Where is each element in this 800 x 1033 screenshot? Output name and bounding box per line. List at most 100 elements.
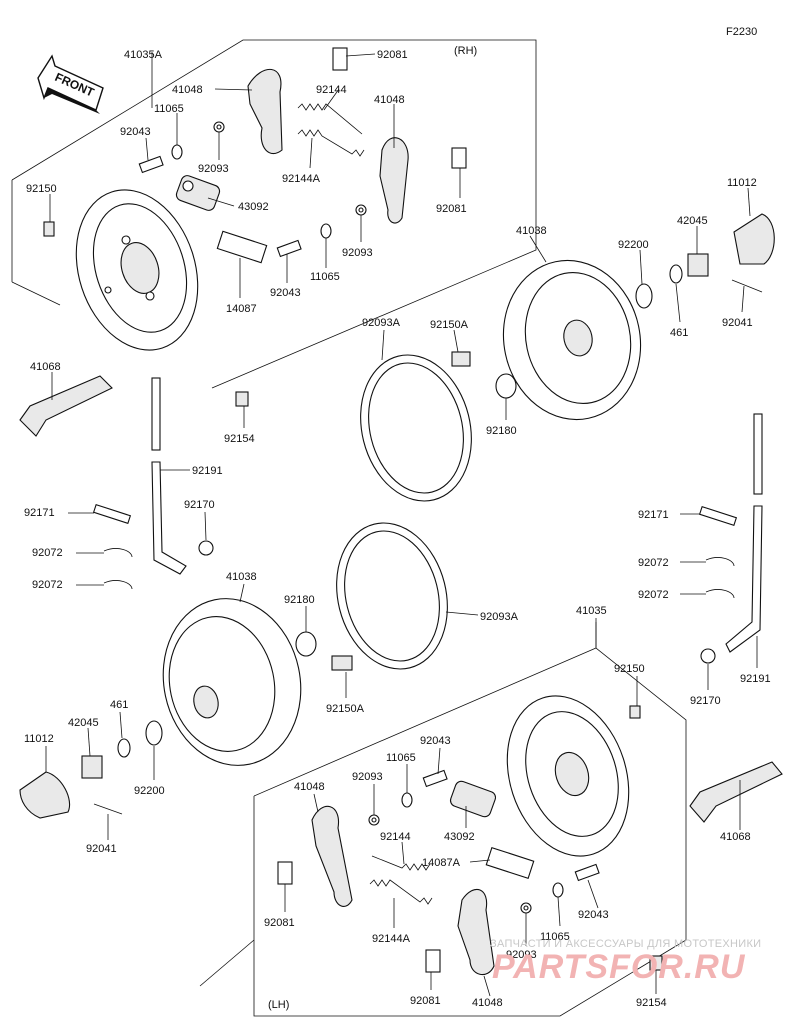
part-label[interactable]: 92200: [618, 239, 649, 251]
part-label[interactable]: 92093: [352, 771, 383, 783]
plate-rh-14087: [216, 230, 268, 264]
part-label[interactable]: 92191: [740, 673, 771, 685]
bolt-rh-92150: [43, 221, 55, 237]
bolt-lh-92150: [629, 705, 641, 719]
part-label[interactable]: 92081: [377, 49, 408, 61]
part-label[interactable]: 11065: [386, 752, 416, 764]
part-label[interactable]: 92093A: [362, 317, 401, 329]
part-label[interactable]: 92072: [638, 557, 669, 569]
part-label[interactable]: 92043: [270, 287, 301, 299]
part-label[interactable]: 41068: [30, 361, 61, 373]
clip-right-92072-a: [705, 557, 735, 567]
part-label[interactable]: 92093A: [480, 611, 519, 623]
part-label[interactable]: 92150A: [430, 319, 469, 331]
part-label[interactable]: 11065: [540, 931, 570, 943]
clip-rh-92081-top: [332, 47, 348, 71]
pin-rh-92043-a: [138, 155, 164, 174]
part-label[interactable]: 41048: [374, 94, 405, 106]
bolt-rh-92150A: [451, 351, 471, 367]
part-label[interactable]: 92093: [506, 949, 537, 961]
seal-lh-92093A: [336, 522, 448, 670]
part-label[interactable]: 92093: [198, 163, 229, 175]
clamp-right-92170: [700, 648, 716, 664]
watermark-logo: PARTSFOR.RU: [492, 948, 746, 986]
part-label[interactable]: 41035: [576, 605, 607, 617]
oring-rh-92180: [495, 373, 517, 399]
part-label[interactable]: 92081: [436, 203, 467, 215]
part-label[interactable]: 92072: [638, 589, 669, 601]
part-label[interactable]: 92170: [184, 499, 215, 511]
part-label[interactable]: 92150: [26, 183, 57, 195]
part-label[interactable]: 41048: [472, 997, 503, 1009]
part-label[interactable]: 92150A: [326, 703, 365, 715]
spring-lh-92144: [371, 855, 431, 871]
figure-code: F2230: [726, 26, 757, 38]
part-label[interactable]: 92144: [316, 84, 347, 96]
hose-left-92191: [151, 377, 187, 575]
watermark-tagline: ЗАПЧАСТИ И АКСЕССУАРЫ ДЛЯ МОТОТЕХНИКИ: [490, 938, 762, 950]
part-label[interactable]: 92041: [722, 317, 753, 329]
part-label[interactable]: 43092: [444, 831, 475, 843]
rh-assembly-frame: [11, 39, 537, 389]
part-label[interactable]: 92144: [380, 831, 411, 843]
part-label[interactable]: 41038: [226, 571, 257, 583]
part-label[interactable]: 92180: [486, 425, 517, 437]
part-label[interactable]: 92144A: [282, 173, 321, 185]
part-label[interactable]: 92043: [120, 126, 151, 138]
ring-lh-92093-a: [368, 814, 380, 826]
part-label[interactable]: 11065: [154, 103, 184, 115]
part-label[interactable]: 42045: [68, 717, 99, 729]
clip-left-92072-b: [103, 580, 133, 590]
part-label[interactable]: 92072: [32, 547, 63, 559]
part-label[interactable]: 41038: [516, 225, 547, 237]
part-label[interactable]: 92171: [638, 509, 669, 521]
bolt-lh-92150A: [331, 655, 353, 671]
part-label[interactable]: 14087: [226, 303, 257, 315]
part-label[interactable]: 92093: [342, 247, 373, 259]
part-label[interactable]: 92043: [420, 735, 451, 747]
side-label-rh: (RH): [454, 45, 477, 57]
wheel-cylinder-rh: [175, 175, 221, 211]
part-label[interactable]: 92081: [410, 995, 441, 1007]
part-label[interactable]: 41035A: [124, 49, 163, 61]
part-label[interactable]: 92200: [134, 785, 165, 797]
part-label[interactable]: 43092: [238, 201, 269, 213]
part-label[interactable]: 92081: [264, 917, 295, 929]
part-label[interactable]: 92072: [32, 579, 63, 591]
brake-shoe-rh-a: [247, 68, 283, 155]
part-label[interactable]: 461: [670, 327, 688, 339]
part-label[interactable]: 92170: [690, 695, 721, 707]
part-label[interactable]: 42045: [677, 215, 708, 227]
oring-lh-92180: [295, 631, 317, 657]
tie-right-92171: [698, 505, 738, 527]
part-label[interactable]: 92191: [192, 465, 223, 477]
part-label[interactable]: 41048: [172, 84, 203, 96]
spring-rh-92144A: [297, 129, 365, 157]
ring-rh-92093-a: [213, 121, 225, 133]
part-label[interactable]: 11012: [727, 177, 757, 189]
part-label[interactable]: 92150: [614, 663, 645, 675]
part-label[interactable]: 14087A: [422, 857, 461, 869]
clamp-left-92170: [198, 540, 214, 556]
part-label[interactable]: 461: [110, 699, 128, 711]
part-label[interactable]: 92154: [636, 997, 667, 1009]
cotter-lh-92041: [93, 803, 123, 815]
part-label[interactable]: 92171: [24, 507, 55, 519]
part-label[interactable]: 11012: [24, 733, 54, 745]
part-label[interactable]: 92154: [224, 433, 255, 445]
wheel-cylinder-lh: [449, 780, 497, 818]
hose-right-92191: [725, 413, 763, 653]
leader-lines: [45, 53, 758, 997]
part-label[interactable]: 41048: [294, 781, 325, 793]
part-labels: 41035A 92081 41048 92144 41048 11065 920…: [24, 49, 771, 1009]
part-label[interactable]: 92180: [284, 594, 315, 606]
part-label[interactable]: 11065: [310, 271, 340, 283]
part-label[interactable]: 92144A: [372, 933, 411, 945]
spring-lh-92144A: [369, 879, 433, 905]
part-label[interactable]: 92041: [86, 843, 117, 855]
part-label[interactable]: 92043: [578, 909, 609, 921]
brake-shoe-rh-b: [379, 137, 409, 224]
washer-lh-11065-b: [552, 882, 564, 898]
part-label[interactable]: 41068: [720, 831, 751, 843]
seal-rh-92093A: [360, 354, 472, 502]
